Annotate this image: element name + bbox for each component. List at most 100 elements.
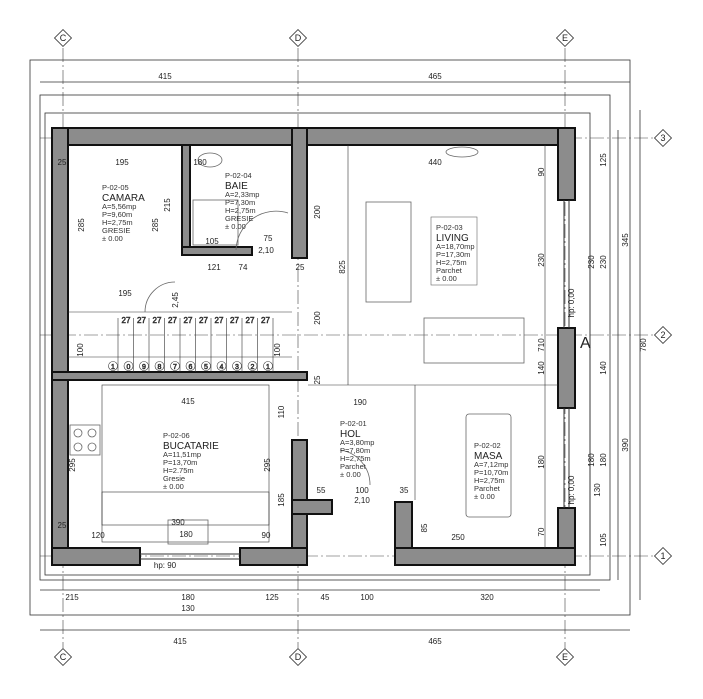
dimension-interior: 100 — [355, 486, 369, 495]
dimension-interior: 35 — [400, 486, 409, 495]
dimension-interior: 105 — [205, 237, 219, 246]
dimension-interior: 25 — [58, 521, 67, 530]
room-label-living: P-02-03LIVINGA=18,70mpP=17,30mH=2,75mPar… — [436, 223, 475, 283]
dimension-window_sill: hp: 0,00 — [567, 475, 576, 504]
step-number: 7 — [173, 364, 177, 371]
walls — [51, 127, 576, 566]
dimension-right: 140 — [599, 361, 608, 375]
dimension-bottom_total: 465 — [428, 637, 442, 646]
room-code: P-02-03 — [436, 223, 463, 232]
room-finish: Parchet — [474, 484, 501, 493]
room-code: P-02-02 — [474, 441, 501, 450]
grid-label: C — [60, 652, 67, 662]
dimension-interior: 295 — [263, 458, 272, 472]
room-finish: Parchet — [436, 266, 463, 275]
grid-label: 2 — [660, 330, 665, 340]
dimension-right: 230 — [599, 255, 608, 269]
dimension-interior: 195 — [118, 289, 132, 298]
dimension-interior: 200 — [313, 311, 322, 325]
room-height: H=2,75m — [102, 218, 133, 227]
grid-bubble-E: E — [555, 28, 575, 48]
step-width: 27 — [153, 316, 162, 325]
room-label-bucatarie: P-02-06BUCATARIEA=11,51mpP=13,70mH=2.75m… — [163, 431, 219, 491]
step-width: 27 — [199, 316, 208, 325]
room-name: BAIE — [225, 181, 248, 192]
dimension-bottom_detail: 125 — [265, 593, 279, 602]
dimension-interior: 295 — [68, 458, 77, 472]
room-height: H=2.75m — [163, 466, 194, 475]
room-perimeter: P=9,60m — [102, 210, 132, 219]
dimension-interior: 440 — [428, 158, 442, 167]
room-name: MASA — [474, 451, 503, 462]
dimension-interior: 230 — [537, 253, 546, 267]
grid-bubble-3: 3 — [653, 128, 673, 148]
room-name: BUCATARIE — [163, 441, 219, 452]
room-label-hol: P-02-01HOLA=3,80mpP=7,80mH=2,75mParchet±… — [340, 419, 374, 479]
dimension-right: 390 — [621, 438, 630, 452]
step-width: 27 — [230, 316, 239, 325]
dimension-interior: 25 — [296, 263, 305, 272]
step-width: 27 — [215, 316, 224, 325]
dimension-interior: 285 — [151, 218, 160, 232]
dimension-interior: 74 — [239, 263, 248, 272]
dimension-interior: 250 — [451, 533, 465, 542]
dimension-right: 125 — [599, 153, 608, 167]
dimension-interior: 825 — [338, 260, 347, 274]
dimension-interior: 190 — [353, 398, 367, 407]
step-width: 27 — [184, 316, 193, 325]
step-number: 4 — [220, 364, 224, 371]
dimension-interior: 25 — [58, 158, 67, 167]
room-perimeter: P=7,80m — [340, 446, 370, 455]
step-width: 27 — [137, 316, 146, 325]
furniture — [69, 146, 525, 545]
grid-label: D — [295, 652, 302, 662]
room-name: CAMARA — [102, 193, 145, 204]
grid-label: E — [562, 33, 568, 43]
dimension-interior: 2,10 — [258, 246, 274, 255]
room-level: ± 0.00 — [474, 492, 495, 501]
dimension-interior: 90 — [537, 167, 546, 176]
dimension-bottom_detail: 100 — [360, 593, 374, 602]
section-mark: A — [580, 335, 591, 352]
room-level: ± 0.00 — [436, 274, 457, 283]
grid-label: E — [562, 652, 568, 662]
dimension-interior: 110 — [277, 405, 286, 418]
dimension-bottom_detail: 320 — [480, 593, 494, 602]
grid-bubble-D: D — [288, 28, 308, 48]
dimension-interior: 200 — [313, 205, 322, 219]
room-label-masa: P-02-02MASAA=7,12mpP=10,70mH=2,75mParche… — [474, 441, 508, 501]
step-number: 9 — [142, 364, 146, 371]
step-width: 27 — [122, 316, 131, 325]
sofa-left — [365, 201, 412, 303]
grid-label: C — [60, 33, 67, 43]
room-area: A=11,51mp — [163, 450, 201, 459]
room-area: A=3,80mp — [340, 438, 374, 447]
room-area: A=5,56mp — [102, 202, 136, 211]
room-height: H=2,75m — [474, 476, 505, 485]
dimension-window_sill: hp: 0,00 — [567, 288, 576, 317]
sofa-bottom — [423, 317, 525, 364]
dimension-interior: 140 — [537, 361, 546, 375]
dimension-bottom_detail: 215 — [65, 593, 79, 602]
dimension-interior: 100 — [273, 343, 282, 357]
dimension-top: 415 — [158, 72, 172, 81]
step-number: 2 — [251, 364, 255, 371]
room-level: ± 0.00 — [225, 222, 246, 231]
room-level: ± 0.00 — [163, 482, 184, 491]
grid-bubble-2: 2 — [653, 325, 673, 345]
room-perimeter: P=10,70m — [474, 468, 508, 477]
step-number: 8 — [158, 364, 162, 371]
room-area: A=18,70mp — [436, 242, 475, 251]
step-width: 27 — [261, 316, 270, 325]
kitchen-sink — [167, 519, 209, 545]
room-finish: Gresie — [163, 474, 185, 483]
dimension-interior: 2,45 — [171, 292, 180, 308]
grid-label: 3 — [660, 133, 665, 143]
dining-table — [465, 413, 512, 518]
kitchen-stove — [69, 424, 101, 456]
room-label-camara: P-02-05CAMARAA=5,56mpP=9,60mH=2,75mGRESI… — [102, 183, 145, 243]
room-perimeter: P=7,30m — [225, 198, 255, 207]
dimension-interior: 195 — [115, 158, 129, 167]
